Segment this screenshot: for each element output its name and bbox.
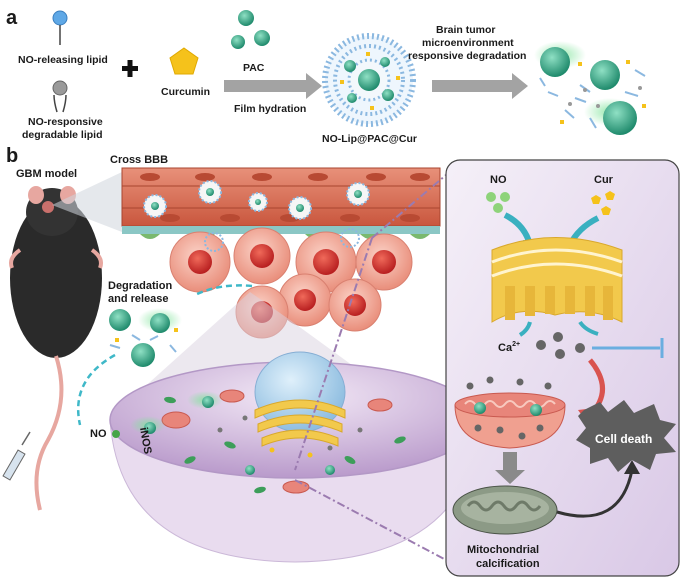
no-responsive-lipid-label-1: NO-responsive — [28, 116, 103, 128]
degradation-label-2: microenvironment — [422, 37, 514, 49]
inset-cur-label: Cur — [594, 174, 614, 186]
calcified-mitochondrion-icon — [452, 485, 558, 535]
curcumin-icon — [169, 47, 199, 75]
degradation-label-3: responsive degradation — [408, 50, 526, 62]
degradation-label-1: Brain tumor — [436, 24, 496, 36]
plus-icon — [122, 60, 138, 77]
no-dot — [112, 430, 120, 438]
cur-molecules-icon — [591, 191, 615, 215]
no-label: NO — [90, 428, 107, 440]
death-arrowhead — [624, 460, 640, 474]
calcification-arrow — [495, 452, 525, 484]
degradation-release-label-2: and release — [108, 293, 169, 305]
syringe-icon — [2, 431, 31, 481]
inset-zoom-line-mid — [294, 237, 373, 471]
zoom-wedge — [52, 172, 122, 232]
mitochondrion-icon — [454, 376, 566, 449]
golgi-release-arrow-right — [578, 320, 599, 336]
pac-label: PAC — [243, 62, 265, 74]
mouse-illustration — [9, 186, 103, 511]
calcification-label-2: calcification — [476, 558, 540, 570]
big-cell-cross-section — [109, 351, 481, 563]
bbb-vessel — [121, 167, 441, 239]
death-arrow — [556, 469, 634, 518]
liposome-label: NO-Lip@PAC@Cur — [322, 133, 417, 145]
liposome-icon — [322, 33, 416, 127]
cell-death-burst — [576, 400, 676, 472]
gbm-model-label: GBM model — [16, 168, 77, 180]
release-arrow — [194, 284, 253, 297]
golgi-release-arrow-left — [518, 321, 532, 337]
cross-bbb-label: Cross BBB — [110, 154, 168, 166]
no-releasing-lipid-label: NO-releasing lipid — [18, 54, 108, 66]
tumor-cells — [169, 227, 413, 339]
calcium-label: Ca2+ — [498, 341, 520, 354]
inset-zoom-line-bottom — [294, 479, 447, 561]
pac-particles-icon — [231, 10, 270, 49]
degradation-arrow — [432, 73, 528, 99]
degraded-liposome-icon — [534, 41, 646, 135]
panel-b-letter: b — [6, 145, 18, 167]
inset-no-label: NO — [490, 174, 507, 186]
calcification-label-1: Mitochondrial — [467, 544, 539, 556]
cell-death-label: Cell death — [595, 432, 652, 446]
no-molecules-icon — [486, 192, 510, 213]
released-particles-icon — [109, 308, 182, 367]
no-arrow — [76, 353, 116, 426]
inos-label: iNOS — [137, 426, 153, 455]
film-hydration-label: Film hydration — [234, 103, 306, 115]
no-responsive-lipid-label-2: degradable lipid — [22, 129, 103, 141]
degradation-release-label-1: Degradation — [108, 280, 172, 292]
panel-a-letter: a — [6, 7, 18, 29]
golgi-icon — [491, 237, 623, 323]
calcium-ions — [536, 332, 585, 359]
no-releasing-lipid-icon — [52, 10, 68, 45]
curcumin-label: Curcumin — [161, 86, 210, 98]
inset-zoom-line-top — [371, 174, 447, 239]
no-responsive-lipid-icon — [52, 80, 68, 113]
film-hydration-arrow — [224, 73, 322, 99]
